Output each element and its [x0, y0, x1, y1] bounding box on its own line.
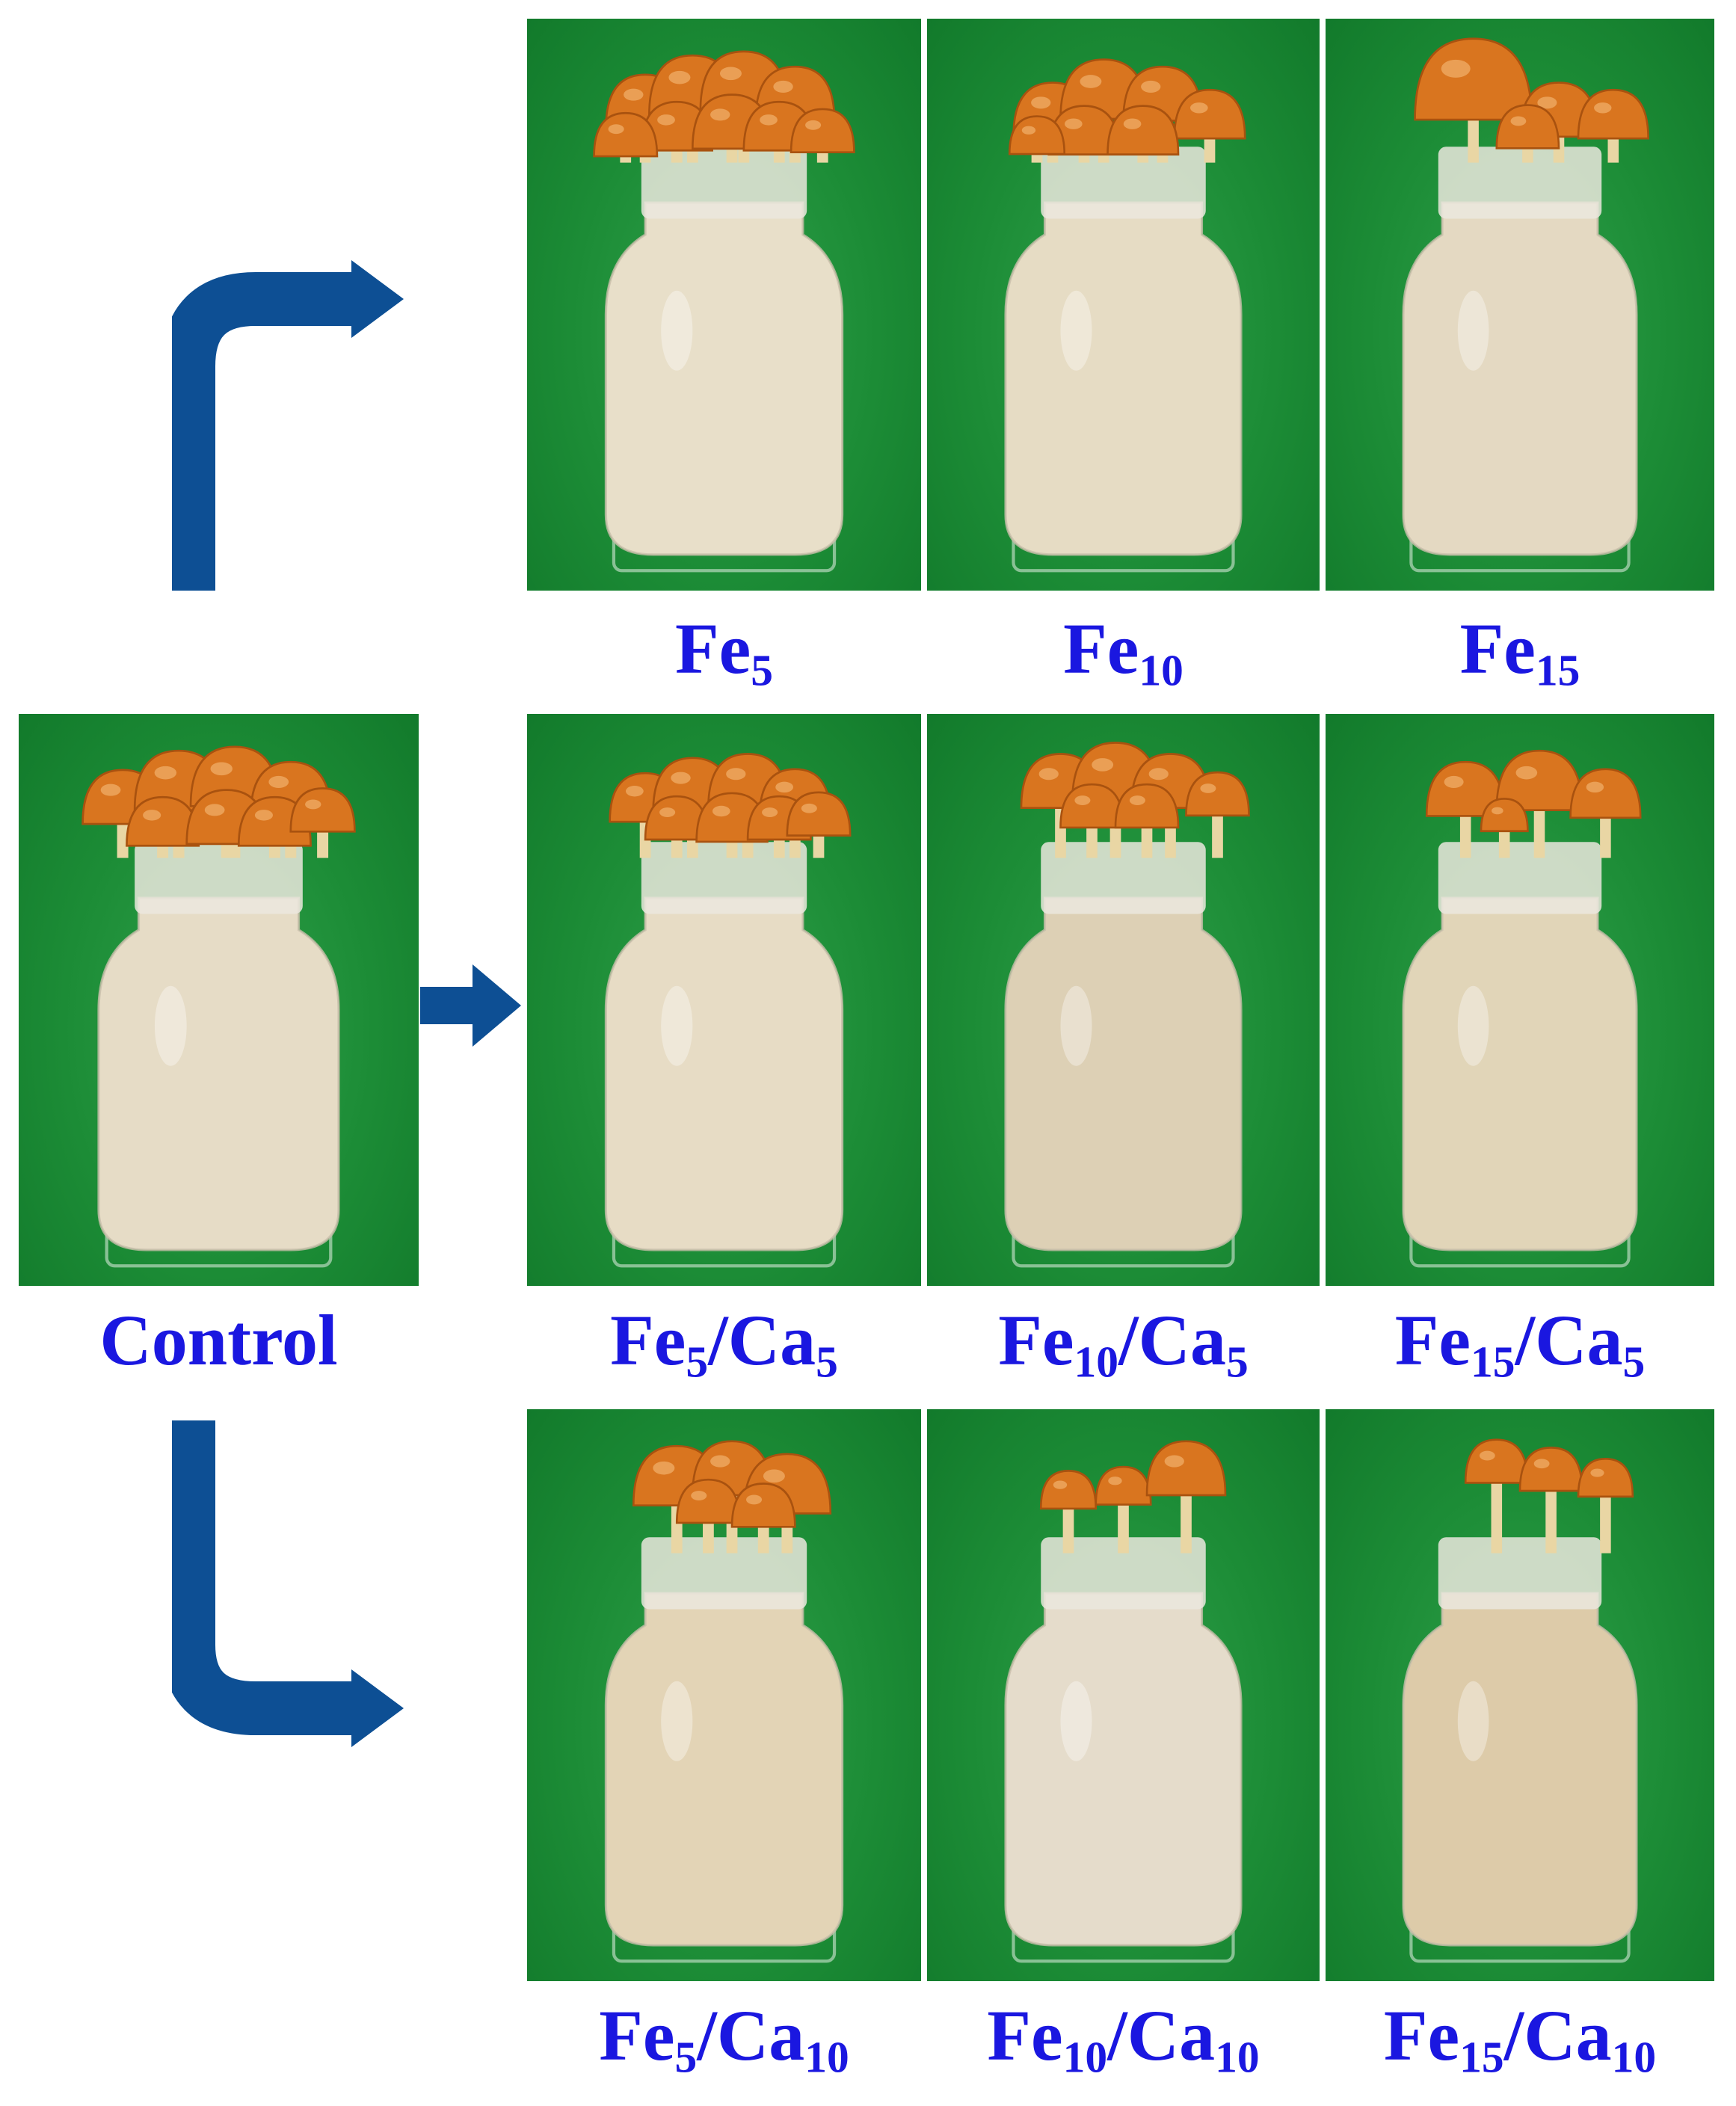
- label-base: Fe: [1394, 1300, 1471, 1380]
- label-sub1: 10: [1074, 1337, 1118, 1387]
- label-sep: /: [697, 1995, 717, 2075]
- label-base: Fe: [1459, 609, 1536, 689]
- label-base: Fe: [1063, 609, 1139, 689]
- photo-r3-c2: [927, 1409, 1320, 1981]
- photo-r1-c2: [927, 19, 1320, 591]
- label-base: Fe: [1383, 1995, 1460, 2075]
- label-r2-c3: Fe15/Ca5: [1326, 1305, 1714, 1385]
- control-photo: [19, 714, 419, 1286]
- bottle-graphic: [1402, 749, 1642, 1268]
- label-sub1: 15: [1470, 1337, 1515, 1387]
- label-sub1: 5: [751, 645, 773, 695]
- photo-r1-c1: [527, 19, 921, 591]
- label-sub2: 10: [1215, 2032, 1260, 2082]
- label-sep: /: [1503, 1995, 1524, 2075]
- photo-r2-c2: [927, 714, 1320, 1286]
- label-sub2: 10: [804, 2032, 849, 2082]
- photo-r3-c3: [1326, 1409, 1714, 1981]
- label-base2: Ca: [1524, 1995, 1612, 2075]
- label-sub1: 5: [686, 1337, 709, 1387]
- label-r2-c2: Fe10/Ca5: [927, 1305, 1320, 1385]
- label-sub1: 15: [1459, 2032, 1504, 2082]
- label-base2: Ca: [716, 1995, 805, 2075]
- bottle-graphic: [1004, 58, 1246, 573]
- label-sub2: 5: [1622, 1337, 1646, 1387]
- label-base: Fe: [987, 1995, 1063, 2075]
- label-sub1: 5: [674, 2032, 698, 2082]
- label-sep: /: [1118, 1300, 1139, 1380]
- label-r3-c3: Fe15/Ca10: [1326, 2000, 1714, 2080]
- label-r3-c1: Fe5/Ca10: [527, 2000, 921, 2080]
- label-sub2: 10: [1611, 2032, 1657, 2082]
- label-base2: Ca: [1138, 1300, 1226, 1380]
- label-base2: Ca: [727, 1300, 816, 1380]
- label-base2: Ca: [1127, 1995, 1216, 2075]
- control-bottle-graphic: [81, 745, 356, 1268]
- label-r1-c1: Fe5: [527, 613, 921, 693]
- bottle-graphic: [1402, 1438, 1638, 1963]
- photo-r2-c3: [1326, 714, 1714, 1286]
- arrow-right: [420, 964, 521, 1047]
- label-sub1: 10: [1139, 645, 1184, 695]
- bottle-graphic: [1004, 742, 1250, 1268]
- label-sub1: 10: [1062, 2032, 1108, 2082]
- arrow-down-right: [172, 1420, 404, 1747]
- photo-r3-c1: [527, 1409, 921, 1981]
- label-sub2: 5: [1226, 1337, 1249, 1387]
- bottle-graphic: [1402, 37, 1649, 573]
- bottle-graphic: [1004, 1440, 1243, 1963]
- label-r1-c2: Fe10: [927, 613, 1320, 693]
- label-base2: Ca: [1535, 1300, 1623, 1380]
- label-sep: /: [708, 1300, 728, 1380]
- arrow-up-right: [172, 260, 404, 591]
- bottle-graphic: [604, 753, 852, 1268]
- bottle-graphic: [604, 1440, 844, 1963]
- label-sub1: 15: [1535, 645, 1580, 695]
- label-sep: /: [1107, 1995, 1127, 2075]
- label-sub2: 5: [816, 1337, 838, 1387]
- label-base: Fe: [610, 1300, 686, 1380]
- photo-r1-c3: [1326, 19, 1714, 591]
- label-r2-c1: Fe5/Ca5: [527, 1305, 921, 1385]
- control-label: Control: [99, 1300, 338, 1380]
- label-r3-c2: Fe10/Ca10: [927, 2000, 1320, 2080]
- label-base: Fe: [998, 1300, 1074, 1380]
- label-base: Fe: [599, 1995, 675, 2075]
- bottle-graphic: [593, 50, 855, 573]
- photo-r2-c1: [527, 714, 921, 1286]
- label-r1-c3: Fe15: [1326, 613, 1714, 693]
- label-sep: /: [1515, 1300, 1536, 1380]
- label-base: Fe: [674, 609, 751, 689]
